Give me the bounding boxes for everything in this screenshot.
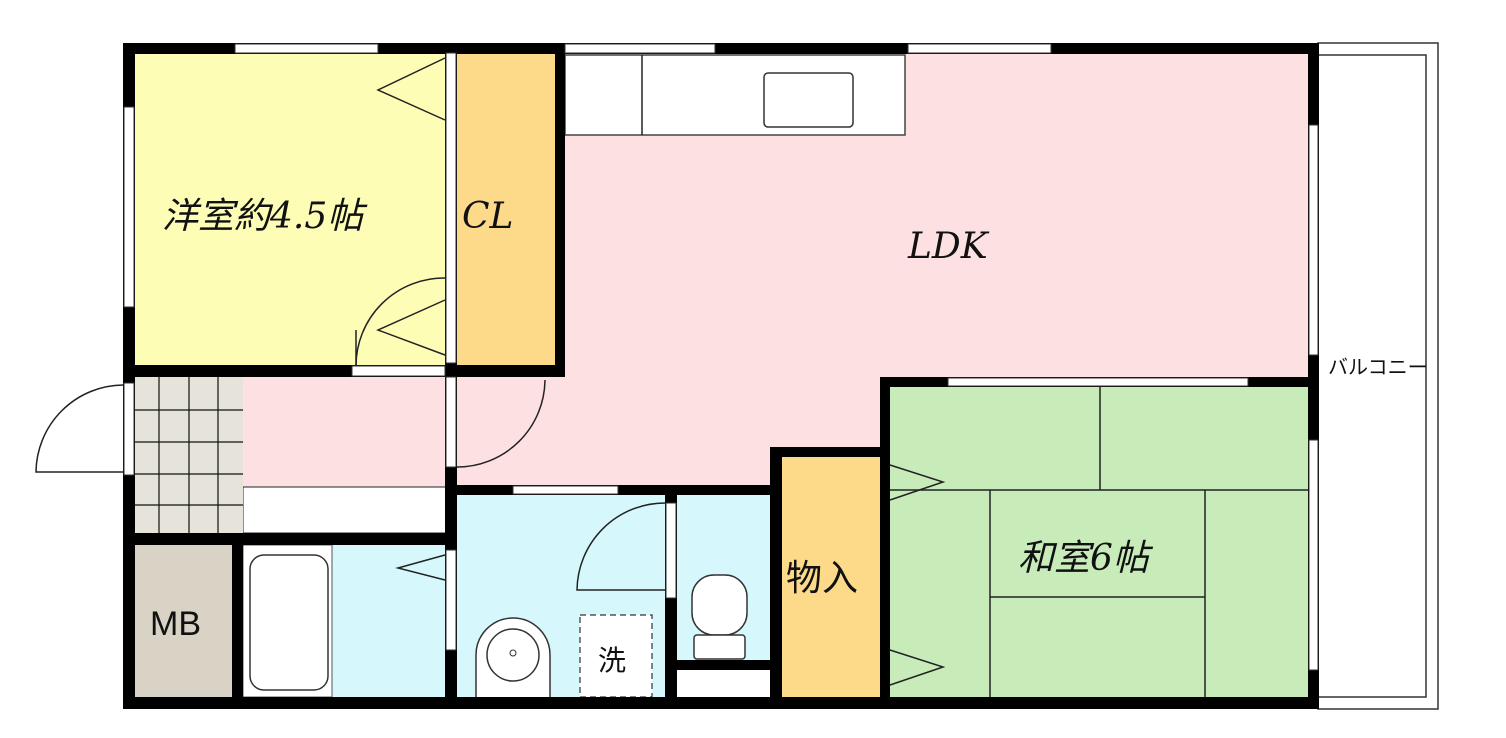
balcony: [1317, 42, 1439, 710]
closet-label: CL: [462, 196, 513, 237]
meter-box: [135, 545, 232, 697]
closet: [457, 53, 557, 367]
sink-icon: [763, 72, 854, 128]
washitsu: [890, 387, 1310, 697]
storage: [782, 457, 882, 697]
bathroom: [242, 544, 447, 698]
kitchen-counter: [564, 54, 906, 136]
washitsu-label: 和室6帖: [1018, 538, 1154, 579]
storage-label: 物入: [786, 558, 858, 599]
washer-label: 洗: [598, 644, 626, 677]
genkan: [135, 377, 243, 533]
western-room: [135, 53, 447, 367]
toilet-icon: [691, 574, 748, 660]
meter-box-label: MB: [150, 605, 201, 643]
hall-shelf: [242, 486, 448, 534]
western-room-label: 洋室約4.5帖: [162, 196, 368, 237]
windows: [123, 43, 1319, 671]
washbasin-icon: [475, 617, 551, 697]
balcony-label: バルコニー: [1328, 355, 1428, 379]
doors: [35, 57, 946, 686]
ldk-label: LDK: [907, 226, 990, 267]
bathtub-icon: [249, 554, 329, 691]
washer-space: 洗: [579, 614, 653, 698]
